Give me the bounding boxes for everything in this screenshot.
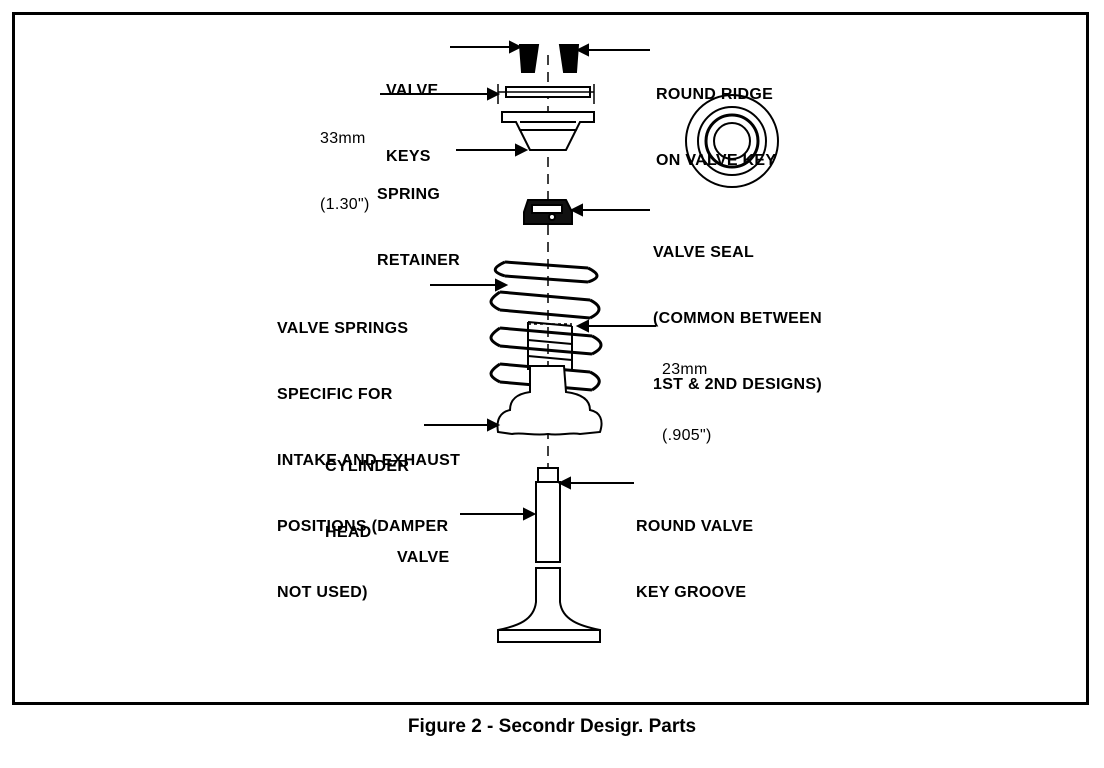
valve-part [497, 467, 601, 643]
valve-seal-label: VALVE SEAL (COMMON BETWEEN 1ST & 2ND DES… [653, 244, 822, 393]
valve-key-left [518, 44, 540, 73]
figure-frame [12, 12, 1089, 705]
valve-springs-label: VALVE SPRINGS SPECIFIC FOR INTAKE AND EX… [277, 320, 461, 601]
round-ridge-label: ROUND RIDGE ON VALVE KEY [656, 86, 777, 169]
figure-caption: Figure 2 - Secondr Desigr. Parts [407, 716, 697, 737]
valve-key-right [558, 44, 580, 73]
key-groove-label: ROUND VALVE KEY GROOVE [636, 518, 754, 601]
cylinder-head-label: CYLINDER HEAD [325, 458, 410, 541]
spring-retainer-label: SPRING RETAINER [377, 186, 460, 269]
spring-dimension-label: 23mm (.905") [662, 361, 712, 444]
valve-keys-label: VALVE KEYS [386, 82, 439, 165]
valve-seal [523, 199, 573, 225]
valve-label: VALVE [397, 549, 450, 566]
spring-retainer [501, 86, 595, 151]
valve-key-ring [685, 94, 779, 188]
cylinder-head [496, 365, 603, 436]
retainer-dimension-label: 33mm (1.30") [320, 130, 370, 213]
